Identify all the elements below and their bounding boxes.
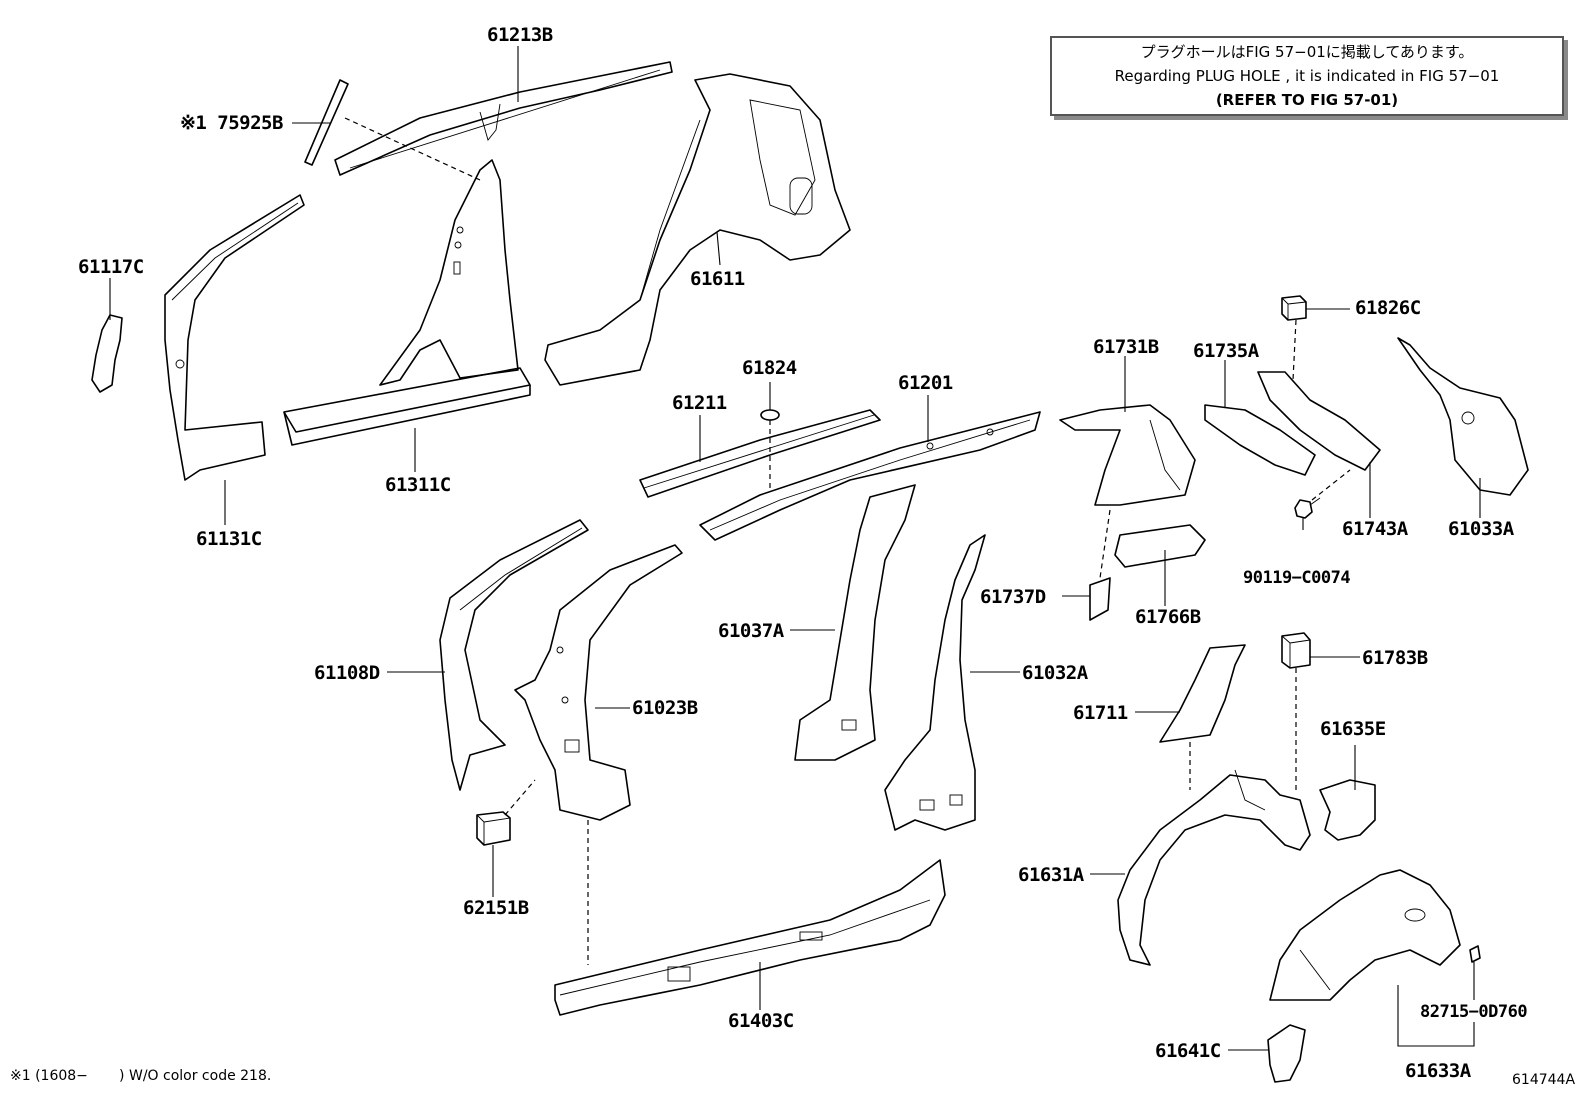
label-90119-c0074: 90119−C0074 [1243,568,1351,588]
label-61131c: 61131C [196,528,262,550]
label-61611: 61611 [690,268,745,290]
label-61711: 61711 [1073,702,1128,724]
part-61635e[interactable] [1319,779,1376,841]
part-75925b[interactable] [304,79,349,166]
part-61211[interactable] [639,409,881,498]
plug-hole-note: プラグホールはFIG 57−01に掲載してあります。 Regarding PLU… [1050,36,1564,116]
label-61735a: 61735A [1193,340,1259,362]
part-61737d[interactable] [1089,577,1111,621]
part-61032a[interactable] [884,534,986,831]
part-61117c[interactable] [91,314,123,393]
label-82715-0d760: 82715−0D760 [1420,1002,1528,1022]
part-82715-0d760[interactable] [1469,945,1481,963]
label-61201: 61201 [898,372,953,394]
part-61731b[interactable] [1059,404,1196,506]
part-61403c[interactable] [554,859,946,1016]
figure-code: 614744A [1512,1072,1576,1088]
label-61631a: 61631A [1018,864,1084,886]
part-61633a[interactable] [1269,869,1461,1001]
label-61824: 61824 [742,357,797,379]
part-61826c[interactable] [1281,295,1307,321]
part-61023b[interactable] [514,544,683,821]
part-61641c[interactable] [1267,1024,1306,1083]
label-61403c: 61403C [728,1010,794,1032]
part-61033a[interactable] [1397,337,1529,496]
label-61311c: 61311C [385,474,451,496]
label-61032a: 61032A [1022,662,1088,684]
part-61311c[interactable] [283,159,531,446]
part-62151b[interactable] [476,811,511,846]
label-61766b: 61766B [1135,606,1201,628]
part-90119-c0074[interactable] [1294,497,1321,519]
part-61766b[interactable] [1114,524,1206,568]
label-61037a: 61037A [718,620,784,642]
part-61213b[interactable] [334,61,673,176]
label-61731b: 61731B [1093,336,1159,358]
part-61824[interactable] [760,409,780,421]
note-line-en: Regarding PLUG HOLE , it is indicated in… [1114,67,1500,85]
part-61743a[interactable] [1257,371,1381,471]
note-line-jp: プラグホールはFIG 57−01に掲載してあります。 [1140,43,1474,61]
label-61213b: 61213B [487,24,553,46]
label-61783b: 61783B [1362,647,1428,669]
part-61631a[interactable] [1117,769,1311,966]
part-61783b[interactable] [1281,632,1311,669]
label-61737d: 61737D [980,586,1046,608]
label-61633a: 61633A [1405,1060,1471,1082]
footnote: ※1 (1608− ) W/O color code 218. [10,1068,272,1084]
part-61131c[interactable] [164,194,305,481]
label-62151b: 62151B [463,897,529,919]
leader-lines [109,46,1481,1051]
note-line-refer: (REFER TO FIG 57-01) [1215,91,1399,109]
part-61037a[interactable] [794,484,916,761]
label-61641c: 61641C [1155,1040,1221,1062]
label-75925b: ※1 75925B [180,112,283,134]
part-61201[interactable] [699,411,1041,541]
label-61826c: 61826C [1355,297,1421,319]
label-61108d: 61108D [314,662,380,684]
label-61743a: 61743A [1342,518,1408,540]
label-61635e: 61635E [1320,718,1386,740]
label-61117c: 61117C [78,256,144,278]
part-61711[interactable] [1159,644,1246,743]
label-61033a: 61033A [1448,518,1514,540]
part-61735a[interactable] [1204,404,1316,476]
label-61211: 61211 [672,392,727,414]
label-61023b: 61023B [632,697,698,719]
part-61611[interactable] [544,73,851,386]
part-61108d[interactable] [439,519,589,791]
